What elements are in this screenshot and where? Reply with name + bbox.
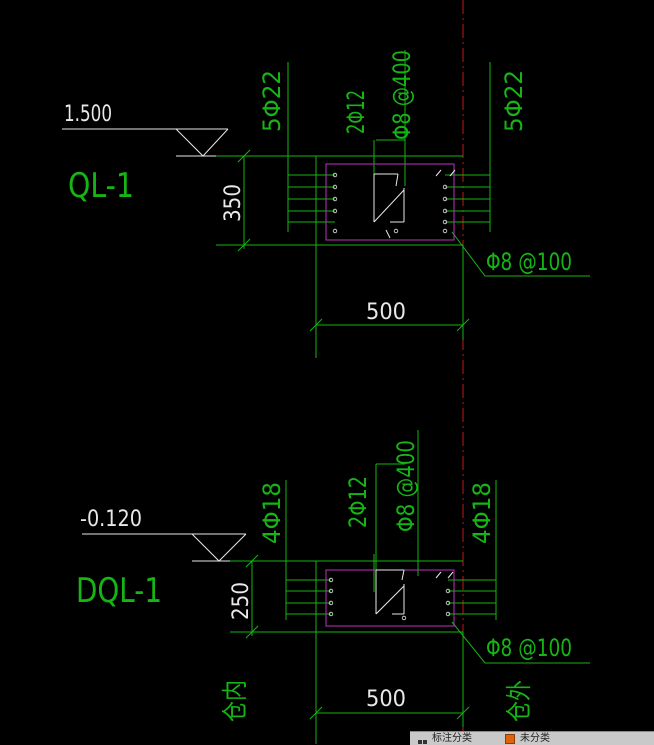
dql1-mid-rebar: 2Φ12 (344, 476, 372, 528)
tag-icon[interactable] (505, 734, 515, 744)
ql1-height-dim: 350 (221, 184, 246, 222)
dql1-ties (375, 569, 454, 615)
dql1-stirrup: Φ8 @100 (486, 634, 572, 662)
status-bar: 标注分类 未分类 (410, 731, 654, 745)
ql1-elevation: 1.500 (64, 102, 112, 127)
ql1-name: QL-1 (68, 166, 134, 206)
status-annotation-category[interactable]: 标注分类 (432, 733, 472, 744)
label-outside: 仓外 (505, 680, 535, 722)
grid-icon[interactable] (418, 734, 427, 744)
dql1-tie-top: Φ8 @400 (392, 440, 420, 532)
ql1-width-dim: 500 (366, 300, 406, 325)
ql1-mid-rebar: 2Φ12 (342, 90, 370, 134)
dql1-elevation: -0.120 (80, 507, 142, 532)
dql1-bars (328, 577, 451, 621)
dql1-right-rebar: 4Φ18 (468, 482, 496, 544)
dql1-height-dim: 250 (229, 582, 254, 620)
ql1-section (325, 163, 455, 241)
dql1-section (325, 569, 455, 627)
ql1-bars (332, 172, 448, 234)
dql1-width-dim: 500 (366, 687, 406, 712)
dql1-detail (82, 430, 590, 744)
ql1-left-rebar: 5Φ22 (258, 70, 286, 132)
label-inside: 仓内 (221, 680, 251, 722)
ql1-tie-top: Φ8 @400 (388, 50, 416, 140)
dql1-left-rebar: 4Φ18 (258, 482, 286, 544)
status-uncategorized[interactable]: 未分类 (520, 733, 550, 744)
ql1-ties (373, 169, 456, 239)
ql1-right-rebar: 5Φ22 (500, 70, 528, 132)
ql1-stirrup: Φ8 @100 (486, 248, 572, 276)
dql1-name: DQL-1 (76, 571, 162, 611)
